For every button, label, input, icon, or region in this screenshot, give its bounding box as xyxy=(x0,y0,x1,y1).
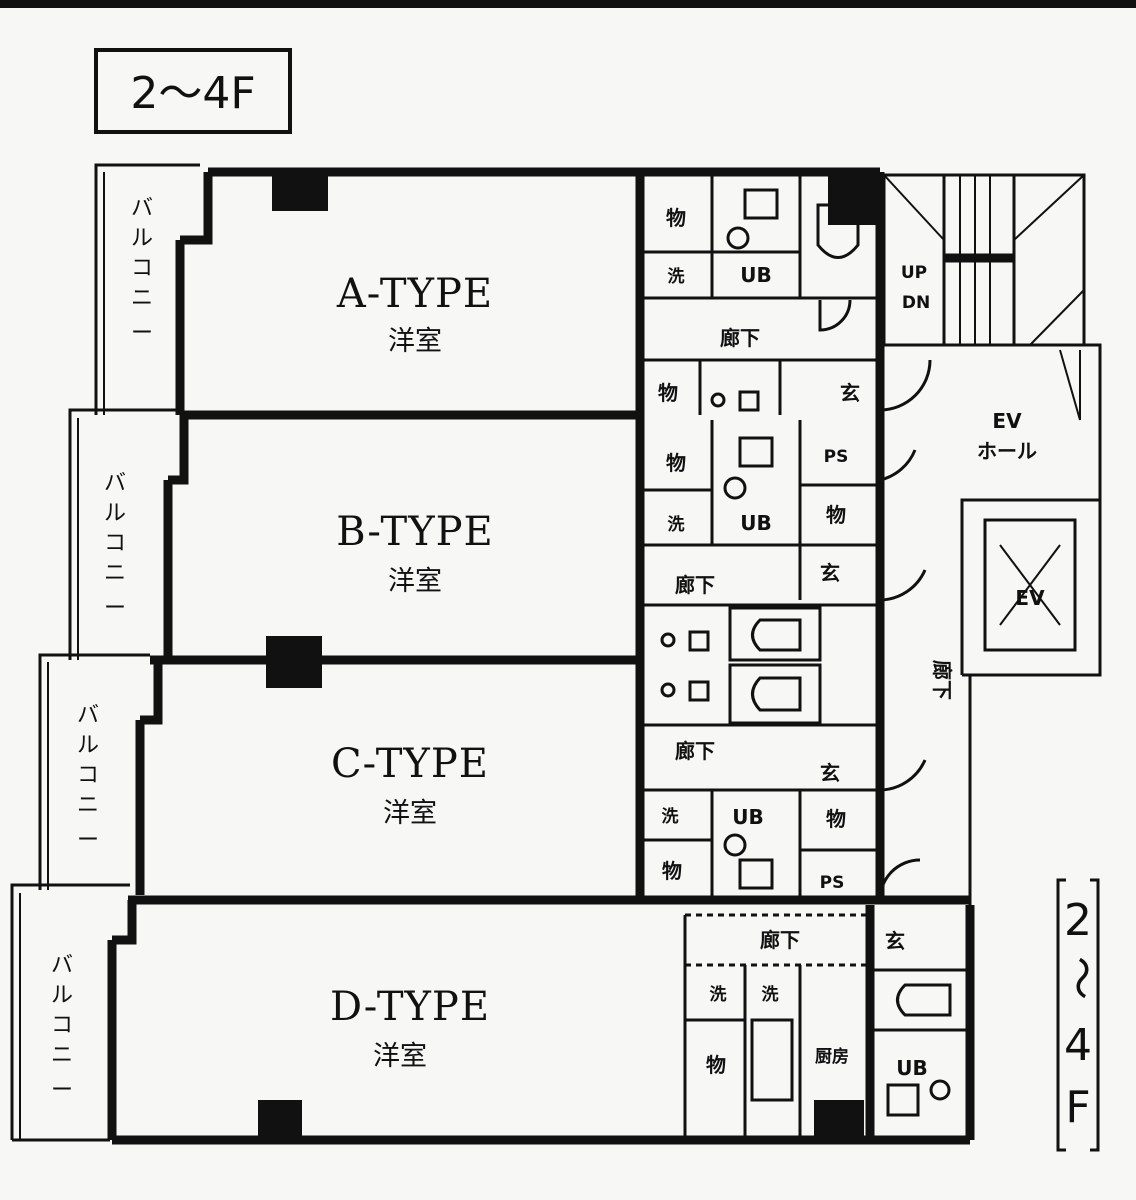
laundry-label-d: 洗 xyxy=(710,984,727,1005)
corridor-label-d: 廊下 xyxy=(760,928,800,952)
unit-c-room: 洋室 xyxy=(383,798,437,829)
svg-text:コ: コ xyxy=(77,763,99,788)
corridor-label-b: 廊下 xyxy=(675,573,715,597)
storage-label-a: 物 xyxy=(666,206,686,230)
balcony-label-b: バ ル コ ニ ー xyxy=(104,471,126,621)
storage-label-c2: 物 xyxy=(662,859,682,883)
balcony-a-outline xyxy=(94,163,200,415)
unit-bath-label-b: UB xyxy=(740,511,771,535)
storage-label-b: 物 xyxy=(666,451,686,475)
balcony-label-a: バ ル コ ニ ー xyxy=(131,196,153,346)
unit-bath-label-a: UB xyxy=(740,263,771,287)
unit-bath-label-c: UB xyxy=(732,805,763,829)
unit-d-type: D-TYPE xyxy=(330,984,490,1030)
entrance-label-c: 玄 xyxy=(820,761,840,785)
svg-text:ニ: ニ xyxy=(77,793,99,818)
unit-a-type: A-TYPE xyxy=(336,271,493,317)
svg-text:ー: ー xyxy=(104,596,126,621)
door-swings xyxy=(818,299,932,901)
storage-label-a2: 物 xyxy=(658,381,678,405)
column-d-right xyxy=(814,1100,864,1144)
column-bc xyxy=(266,636,322,688)
unit-bath-label-d: UB xyxy=(896,1056,927,1080)
top-border xyxy=(0,0,1136,8)
svg-text:ニ: ニ xyxy=(104,561,126,586)
ev-hall-label-1: EV xyxy=(992,409,1022,433)
svg-text:コ: コ xyxy=(104,531,126,556)
stair-up-label: UP xyxy=(901,263,927,283)
storage-label-c: 物 xyxy=(826,807,846,831)
unit-b-room: 洋室 xyxy=(388,566,442,597)
side-marker-4: F xyxy=(1065,1082,1090,1133)
svg-text:ー: ー xyxy=(77,828,99,853)
svg-text:ル: ル xyxy=(51,983,73,1008)
side-floor-marker: 2 〜 4 F xyxy=(1055,878,1106,1152)
side-marker-1: 2 xyxy=(1064,895,1092,946)
balcony-b-outline xyxy=(68,408,180,660)
column-a xyxy=(272,175,328,211)
ev-hall-label-2: ホール xyxy=(977,439,1037,463)
balcony-label-d: バ ル コ ニ ー xyxy=(51,953,73,1103)
corridor-label-a: 廊下 xyxy=(720,326,760,350)
svg-text:バ: バ xyxy=(51,953,73,978)
balconies xyxy=(10,163,200,1142)
storage-label-b2: 物 xyxy=(826,503,846,527)
svg-text:ニ: ニ xyxy=(51,1043,73,1068)
svg-text:バ: バ xyxy=(77,703,99,728)
laundry-label-b: 洗 xyxy=(668,514,685,535)
unit-walls xyxy=(107,167,970,1145)
balcony-d-outline xyxy=(10,883,130,1140)
laundry-label-a: 洗 xyxy=(668,266,685,287)
kitchen-label-d: 厨房 xyxy=(815,1046,849,1067)
svg-text:ー: ー xyxy=(51,1078,73,1103)
unit-d-room: 洋室 xyxy=(373,1041,427,1072)
balcony-label-c: バ ル コ ニ ー xyxy=(77,703,99,853)
balcony-label-a-1: バ xyxy=(131,196,153,221)
common-corridor-label: 廊下 xyxy=(930,660,954,700)
unit-a-room: 洋室 xyxy=(388,326,442,357)
svg-text:コ: コ xyxy=(51,1013,73,1038)
unit-c-type: C-TYPE xyxy=(331,741,489,787)
entrance-label-d: 玄 xyxy=(885,929,905,953)
svg-text:コ: コ xyxy=(131,256,153,281)
unit-b-type: B-TYPE xyxy=(336,509,493,555)
svg-text:ー: ー xyxy=(131,321,153,346)
storage-label-d: 物 xyxy=(706,1053,726,1077)
svg-text:ル: ル xyxy=(77,733,99,758)
column-d xyxy=(258,1100,302,1144)
laundry-label-c: 洗 xyxy=(662,806,679,827)
laundry-label-d2: 洗 xyxy=(762,984,779,1005)
stair-and-ev xyxy=(882,173,1102,905)
svg-text:ニ: ニ xyxy=(131,286,153,311)
entrance-label-b: 玄 xyxy=(820,561,840,585)
floor-badge: 2〜4F xyxy=(130,68,255,119)
column-core xyxy=(828,175,880,225)
d-service-core xyxy=(640,895,975,1140)
ps-label-c: PS xyxy=(820,873,845,893)
side-marker-3: 4 xyxy=(1064,1020,1092,1071)
side-marker-2: 〜 xyxy=(1055,956,1106,1000)
balcony-c-outline xyxy=(38,653,150,890)
corridor-label-c: 廊下 xyxy=(675,739,715,763)
ps-label-b: PS xyxy=(824,447,849,467)
ev-label: EV xyxy=(1015,586,1045,610)
fixtures xyxy=(660,188,860,890)
entrance-label-a: 玄 xyxy=(840,381,860,405)
svg-text:バ: バ xyxy=(104,471,126,496)
svg-text:ル: ル xyxy=(131,226,153,251)
floor-badge-frame xyxy=(94,48,292,134)
stair-dn-label: DN xyxy=(902,293,930,313)
svg-text:ル: ル xyxy=(104,501,126,526)
